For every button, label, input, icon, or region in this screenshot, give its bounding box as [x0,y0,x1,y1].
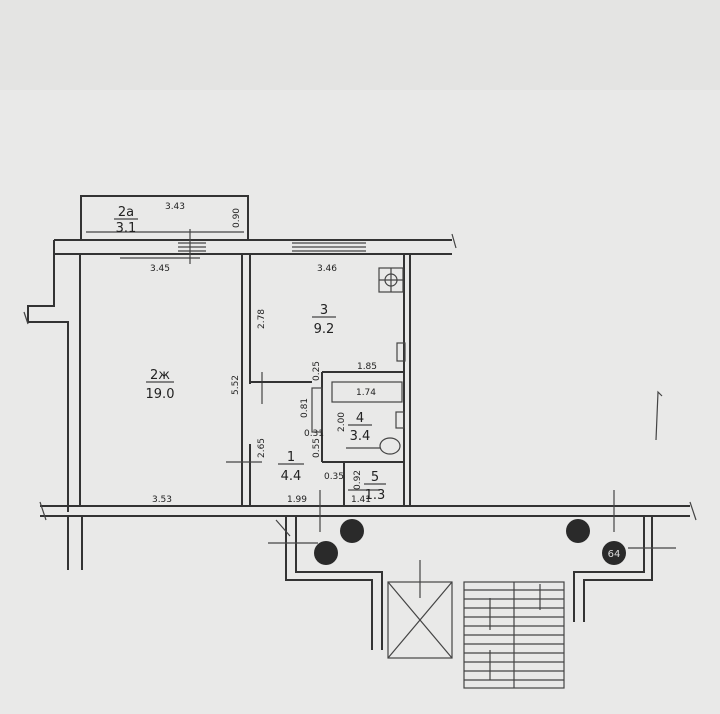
dim-kitchen-bottom: 1.85 [357,362,377,372]
dim-kitchen-top: 3.46 [317,264,337,274]
dim-kitchen-side: 2.78 [257,309,267,329]
paper-top-shade [0,0,720,90]
room-5-area: 1.3 [365,488,386,503]
corridor [39,490,697,650]
room-5-number: 5 [371,470,379,485]
dim-bath-door-a: 0.31 [304,429,324,439]
washbasin-icon [395,411,405,429]
room-5-label: 5 1.3 [364,470,386,503]
room-2a-label: 2а 3.1 [114,205,138,236]
dim-hall-gap: 0.35 [324,472,344,482]
room-3-number: 3 [320,303,328,318]
dim-wc-side: 0.92 [353,470,363,490]
room-4-area: 3.4 [350,429,371,444]
dim-kitchen-gap: 0.25 [312,361,322,381]
room-4-label: 4 3.4 [348,411,372,444]
dim-wc-length: 1.41 [351,495,371,505]
dim-hall-bottom: 1.99 [287,495,307,505]
room2-right-wall [120,254,263,506]
room-3-area: 9.2 [314,322,335,337]
left-wall [23,240,83,570]
sink-icon [396,342,406,362]
top-wall [54,229,457,264]
room-1-area: 4.4 [281,469,302,484]
stair-marker-label: 64 [608,549,621,560]
room-2zh-number: 2ж [150,368,170,383]
dim-bath-door-b: 0.55 [312,438,322,458]
kitchen-right-wall [378,254,411,506]
room-2zh-area: 19.0 [146,387,175,402]
room-1-label: 1 4.4 [278,450,304,484]
dim-balcony-width: 0.90 [232,208,242,228]
dim-room2-bottom: 3.53 [152,495,172,505]
dim-balcony-length: 3.43 [165,202,185,212]
bathtub-icon [331,381,403,403]
dim-bath-length: 1.74 [356,388,376,398]
room-2zh-label: 2ж 19.0 [146,368,175,402]
toilet-icon [379,437,401,455]
dim-room2-top: 3.45 [150,264,170,274]
dim-wc-door: 0.81 [300,398,310,418]
dim-bath-side: 2.00 [337,412,347,432]
room-1-number: 1 [287,450,295,465]
balcony [80,195,249,240]
inner-partitions [250,371,405,506]
elevator-shaft [387,560,453,659]
room-4-number: 4 [356,411,364,426]
room-2a-area: 3.1 [116,221,137,236]
pencil-mark [655,390,663,441]
room-2a-number: 2а [118,205,134,220]
door-bath [311,387,323,433]
stair-markers: 64 [314,519,626,565]
dimension-labels: 3.43 0.90 3.45 5.52 3.53 3.46 2.78 1.85 … [150,202,377,505]
dim-hall-side: 2.65 [257,438,267,458]
dim-room2-side: 5.52 [231,375,241,395]
room-3-label: 3 9.2 [312,303,336,337]
stairs [463,581,565,689]
